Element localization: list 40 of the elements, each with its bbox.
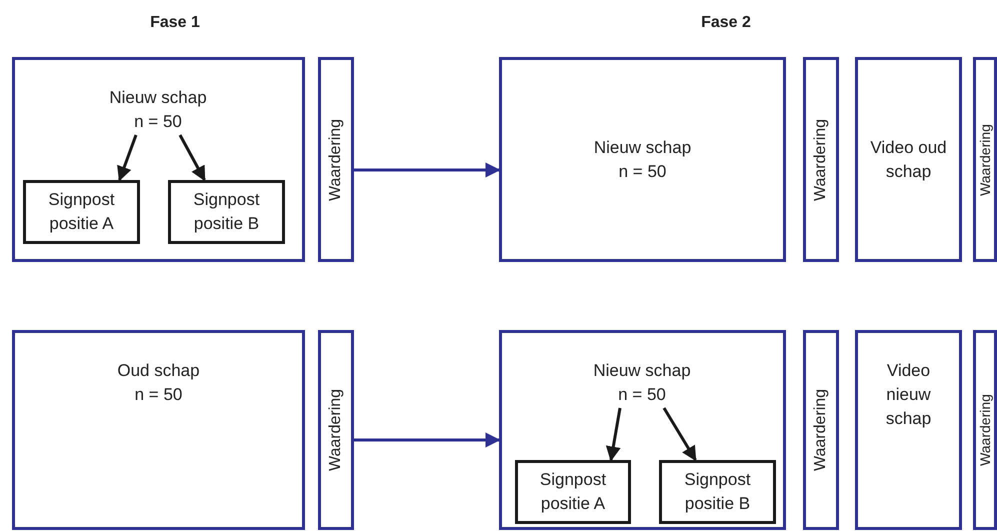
rating-label: Waardering [812,118,830,201]
node-label: Video nieuw schap [884,360,932,430]
rating-label: Waardering [977,394,993,466]
group-box [499,330,786,530]
node-label: Signpost positie B [683,469,752,515]
condition-box [855,330,962,530]
rating-bar [973,330,997,530]
group-box [12,57,305,262]
arrow [354,162,500,178]
node-label: Signpost positie A [47,189,116,235]
rating-label: Waardering [327,388,345,472]
rating-label: Waardering [812,388,830,472]
rating-label: Waardering [977,124,993,196]
node-label: Oud schap n = 50 [116,360,201,406]
node-label: Video oud schap [869,136,948,182]
node-label: Signpost positie A [538,469,608,515]
rating-bar [318,330,354,530]
arrow [606,408,622,462]
rating-bar [973,57,997,262]
condition-box [855,57,962,262]
condition-box [499,57,786,262]
signpost-box [168,180,285,244]
arrow [117,134,138,182]
node-label: Nieuw schap n = 50 [106,86,210,134]
phase-heading: Fase 1 [150,14,200,32]
node-label: Nieuw schap n = 50 [590,359,694,407]
node-label: Nieuw schap n = 50 [592,136,692,182]
rating-bar [803,57,839,262]
arrow [662,407,697,462]
signpost-box [23,180,140,244]
rating-bar [318,57,354,262]
arrow [178,134,206,182]
phase-heading: Fase 2 [701,14,751,32]
rating-bar [803,330,839,530]
node-label: Signpost positie B [192,189,261,235]
signpost-box [515,460,631,524]
signpost-box [659,460,776,524]
rating-label: Waardering [327,118,345,201]
arrow [354,432,500,448]
condition-box [12,330,305,530]
